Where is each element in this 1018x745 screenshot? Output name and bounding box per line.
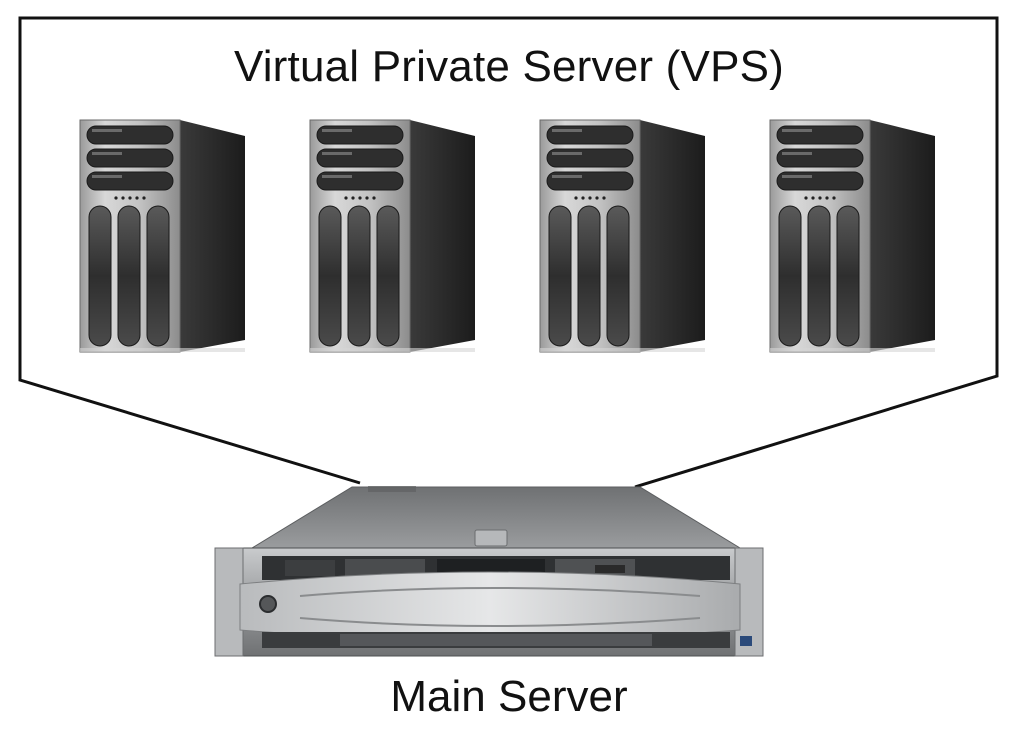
vps-tower-server [539,119,705,353]
main-server-graphic [214,486,764,657]
vps-towers [79,119,935,353]
main-server-label: Main Server [390,672,628,721]
vps-tower-server [79,119,245,353]
vps-title: Virtual Private Server (VPS) [233,42,785,91]
vps-tower-server [769,119,935,353]
vps-tower-server [309,119,475,353]
vps-callout-outline [18,16,999,489]
